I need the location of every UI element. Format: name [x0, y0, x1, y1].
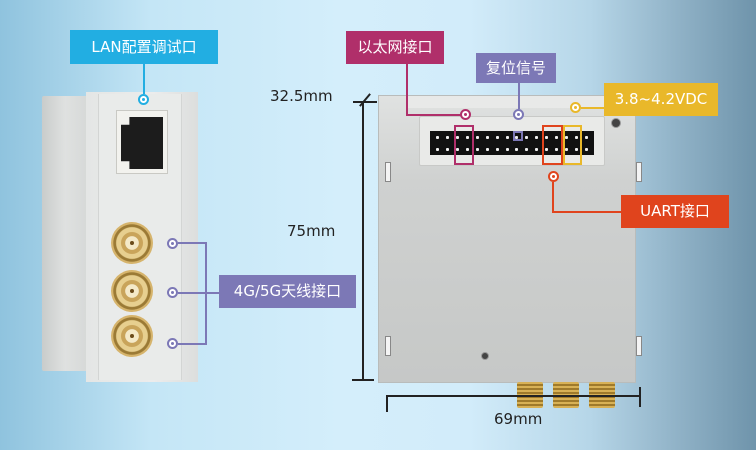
- uart-marker-icon: [548, 171, 559, 182]
- power-pins-highlight: [563, 125, 582, 165]
- antenna-label: 4G/5G天线接口: [219, 275, 356, 308]
- power-marker-icon: [570, 102, 581, 113]
- uart-pins-highlight: [542, 125, 563, 165]
- dimension-tick: [352, 379, 374, 381]
- lan-config-label: LAN配置调试口: [70, 30, 218, 64]
- height-dimension-line: [362, 101, 364, 381]
- antenna-leader-line: [178, 242, 206, 244]
- sma-connector-1: [111, 222, 153, 264]
- mounting-slot: [636, 336, 642, 356]
- lan-leader-line: [143, 64, 145, 94]
- ethernet-label: 以太网接口: [346, 31, 444, 64]
- reset-marker-icon: [513, 109, 524, 120]
- width-dimension: 69mm: [494, 410, 543, 428]
- antenna-bracket-line: [205, 242, 207, 345]
- ethernet-pins-highlight: [454, 125, 474, 165]
- reset-label: 复位信号: [476, 53, 556, 83]
- reset-pin-highlight: [513, 131, 523, 141]
- antenna-leader-line: [178, 343, 206, 345]
- module-top-edge: [406, 96, 604, 108]
- dimension-tick: [353, 101, 377, 103]
- ethernet-leader-line: [406, 64, 408, 116]
- antenna-marker-icon: [167, 287, 178, 298]
- rj45-port: [116, 110, 168, 174]
- ethernet-marker-icon: [460, 109, 471, 120]
- screw-hole-icon: [611, 118, 621, 128]
- ethernet-leader-line: [406, 114, 462, 116]
- sma-connector-3: [111, 315, 153, 357]
- uart-leader-line: [552, 211, 622, 213]
- sma-connector-2: [111, 270, 153, 312]
- dimension-tick: [359, 93, 371, 107]
- antenna-marker-icon: [167, 338, 178, 349]
- uart-leader-line: [552, 182, 554, 212]
- screw-hole-icon: [481, 352, 489, 360]
- height-dimension: 75mm: [287, 222, 336, 240]
- power-leader-line: [581, 107, 605, 109]
- power-label: 3.8~4.2VDC: [604, 83, 718, 116]
- mounting-slot: [385, 336, 391, 356]
- mounting-slot: [385, 162, 391, 182]
- depth-dimension: 32.5mm: [270, 87, 333, 105]
- mounting-slot: [636, 162, 642, 182]
- width-dimension-line: [386, 395, 640, 397]
- dimension-tick: [639, 387, 641, 407]
- lan-marker-icon: [138, 94, 149, 105]
- uart-label: UART接口: [621, 195, 729, 228]
- antenna-leader-line: [178, 292, 220, 294]
- dimension-tick: [386, 396, 388, 412]
- reset-leader-line: [518, 83, 520, 109]
- antenna-marker-icon: [167, 238, 178, 249]
- pin-header: [430, 131, 594, 155]
